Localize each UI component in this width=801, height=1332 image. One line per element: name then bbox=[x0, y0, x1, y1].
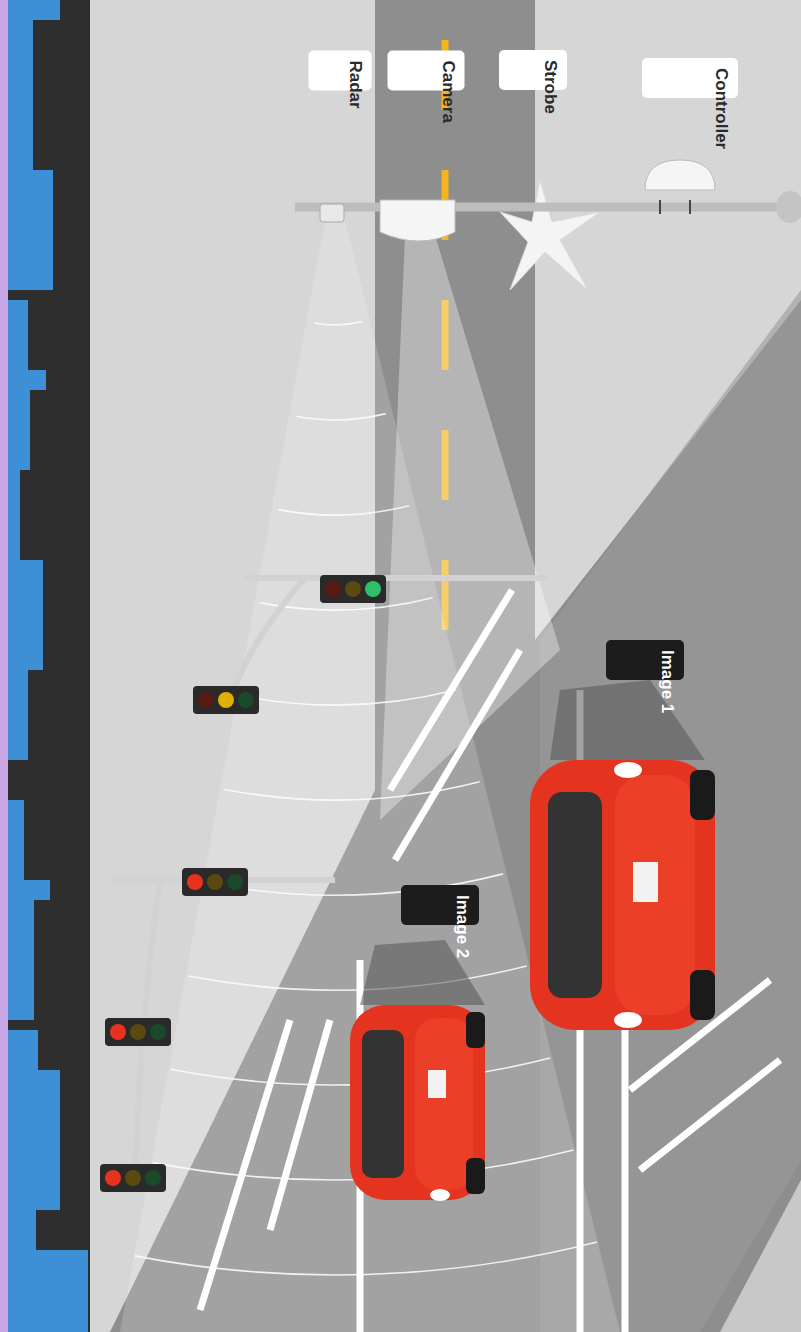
part-label: Strobe bbox=[499, 50, 567, 90]
radar-unit bbox=[320, 204, 344, 222]
camera-beam bbox=[380, 235, 560, 820]
label-text: Radar bbox=[345, 60, 365, 108]
strobe-flash bbox=[500, 180, 600, 290]
road bbox=[110, 0, 801, 1332]
image-label: Image 1 bbox=[606, 640, 684, 680]
radar-waves bbox=[135, 322, 597, 1275]
image-label: Image 2 bbox=[401, 885, 479, 925]
pole-base bbox=[776, 191, 801, 223]
part-label: Radar bbox=[309, 50, 372, 90]
pole bbox=[295, 203, 790, 212]
camera-housing bbox=[380, 200, 455, 241]
label-text: Image 1 bbox=[657, 650, 677, 713]
label-text: Camera bbox=[438, 60, 458, 122]
label-text: Controller bbox=[711, 68, 731, 149]
car bbox=[350, 940, 485, 1201]
part-label: Controller bbox=[642, 58, 738, 98]
part-label: Camera bbox=[388, 50, 465, 90]
sidewalk bbox=[720, 1180, 801, 1332]
buildings bbox=[8, 0, 88, 1332]
controller-box bbox=[645, 160, 715, 190]
skyline bbox=[0, 0, 90, 1332]
car bbox=[530, 680, 715, 1030]
traffic-signals bbox=[100, 575, 386, 1192]
label-text: Image 2 bbox=[452, 895, 472, 958]
sky-edge bbox=[0, 0, 8, 1332]
label-text: Strobe bbox=[540, 60, 560, 114]
